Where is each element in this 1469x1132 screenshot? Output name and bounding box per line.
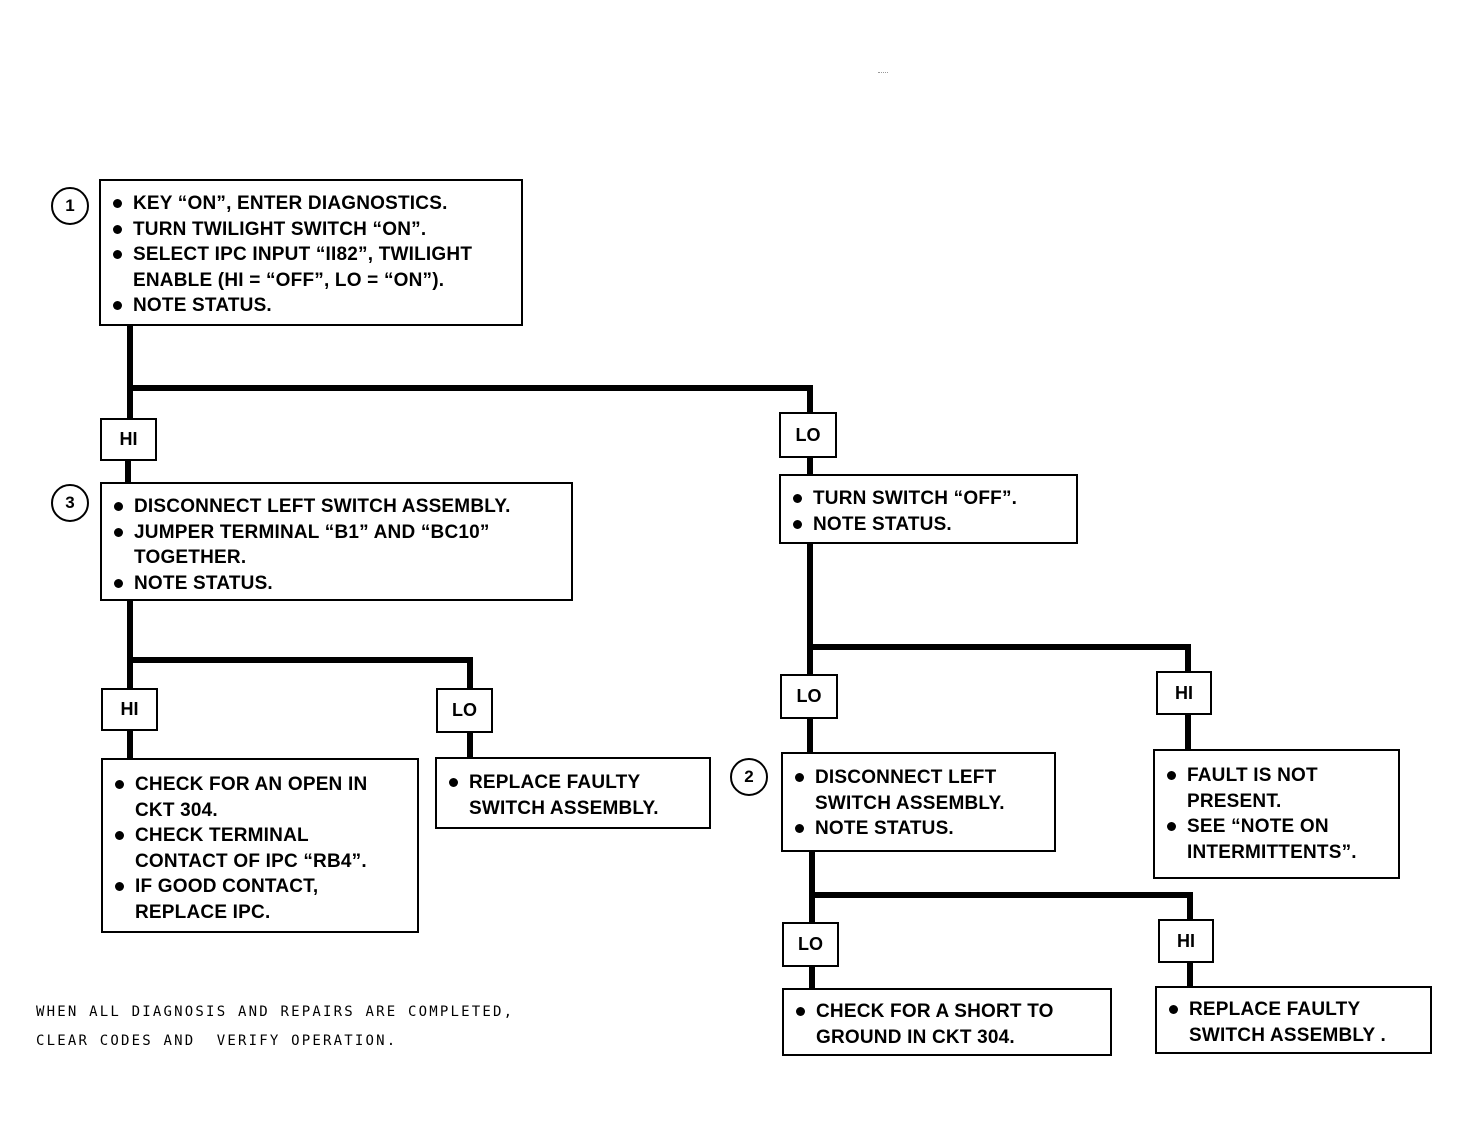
step-2-lo-tag: LO <box>782 922 839 967</box>
step-3-item: NOTE STATUS. <box>102 571 571 597</box>
step-2-item: NOTE STATUS. <box>783 816 1054 842</box>
replace-switch-left-box: REPLACE FAULTY SWITCH ASSEMBLY. <box>435 757 711 829</box>
branch-hi-tag: HI <box>100 418 157 461</box>
step-2-item: DISCONNECT LEFT SWITCH ASSEMBLY. <box>783 765 1054 816</box>
step-2-marker: 2 <box>730 758 768 796</box>
replace-switch-right-box: REPLACE FAULTY SWITCH ASSEMBLY . <box>1155 986 1432 1054</box>
check-short-box: CHECK FOR A SHORT TO GROUND IN CKT 304. <box>782 988 1112 1056</box>
turn-switch-off-box: TURN SWITCH “OFF”. NOTE STATUS. <box>779 474 1078 544</box>
check-open-item: CHECK TERMINAL CONTACT OF IPC “RB4”. <box>103 823 417 874</box>
replace-switch-left-item: REPLACE FAULTY SWITCH ASSEMBLY. <box>437 770 709 821</box>
step-1-item: TURN TWILIGHT SWITCH “ON”. <box>101 217 521 243</box>
step-3-box: DISCONNECT LEFT SWITCH ASSEMBLY. JUMPER … <box>100 482 573 601</box>
completion-note: WHEN ALL DIAGNOSIS AND REPAIRS ARE COMPL… <box>36 998 514 1056</box>
step-1-item: SELECT IPC INPUT “II82”, TWILIGHT ENABLE… <box>101 242 521 293</box>
fault-item: FAULT IS NOT PRESENT. <box>1155 763 1398 814</box>
step-2-number: 2 <box>744 767 754 786</box>
check-open-item: IF GOOD CONTACT, REPLACE IPC. <box>103 874 417 925</box>
step-3-lo-tag: LO <box>436 688 493 733</box>
step-1-number: 1 <box>65 196 75 215</box>
connector-step1-split <box>127 323 813 415</box>
step-1-item: KEY “ON”, ENTER DIAGNOSTICS. <box>101 191 521 217</box>
step-1-marker: 1 <box>51 187 89 225</box>
step-3-marker: 3 <box>51 484 89 522</box>
scan-speck <box>878 72 888 74</box>
step-1-box: KEY “ON”, ENTER DIAGNOSTICS. TURN TWILIG… <box>99 179 523 326</box>
step-3-item: JUMPER TERMINAL “B1” AND “BC10” TOGETHER… <box>102 520 571 571</box>
step-3-hi-tag: HI <box>101 688 158 731</box>
branch-lo-tag: LO <box>779 412 837 458</box>
turn-hi-tag: HI <box>1156 671 1212 715</box>
turn-lo-tag: LO <box>780 674 838 719</box>
connector-step2-split <box>809 849 1193 923</box>
step-3-number: 3 <box>65 493 75 512</box>
step-2-hi-tag: HI <box>1158 919 1214 963</box>
step-3-item: DISCONNECT LEFT SWITCH ASSEMBLY. <box>102 494 571 520</box>
turn-switch-item: NOTE STATUS. <box>781 512 1076 538</box>
turn-switch-item: TURN SWITCH “OFF”. <box>781 486 1076 512</box>
check-short-item: CHECK FOR A SHORT TO GROUND IN CKT 304. <box>784 999 1110 1050</box>
connector-turn-split <box>807 541 1191 675</box>
connector-step3-split <box>127 597 473 691</box>
fault-not-present-box: FAULT IS NOT PRESENT. SEE “NOTE ON INTER… <box>1153 749 1400 879</box>
replace-switch-right-item: REPLACE FAULTY SWITCH ASSEMBLY . <box>1157 997 1430 1048</box>
step-1-item: NOTE STATUS. <box>101 293 521 319</box>
check-open-item: CHECK FOR AN OPEN IN CKT 304. <box>103 772 417 823</box>
fault-item: SEE “NOTE ON INTERMITTENTS”. <box>1155 814 1398 865</box>
check-open-box: CHECK FOR AN OPEN IN CKT 304. CHECK TERM… <box>101 758 419 933</box>
step-2-box: DISCONNECT LEFT SWITCH ASSEMBLY. NOTE ST… <box>781 752 1056 852</box>
completion-note-line-1: WHEN ALL DIAGNOSIS AND REPAIRS ARE COMPL… <box>36 1004 515 1020</box>
completion-note-line-2: CLEAR CODES AND VERIFY OPERATION. <box>36 1033 398 1049</box>
